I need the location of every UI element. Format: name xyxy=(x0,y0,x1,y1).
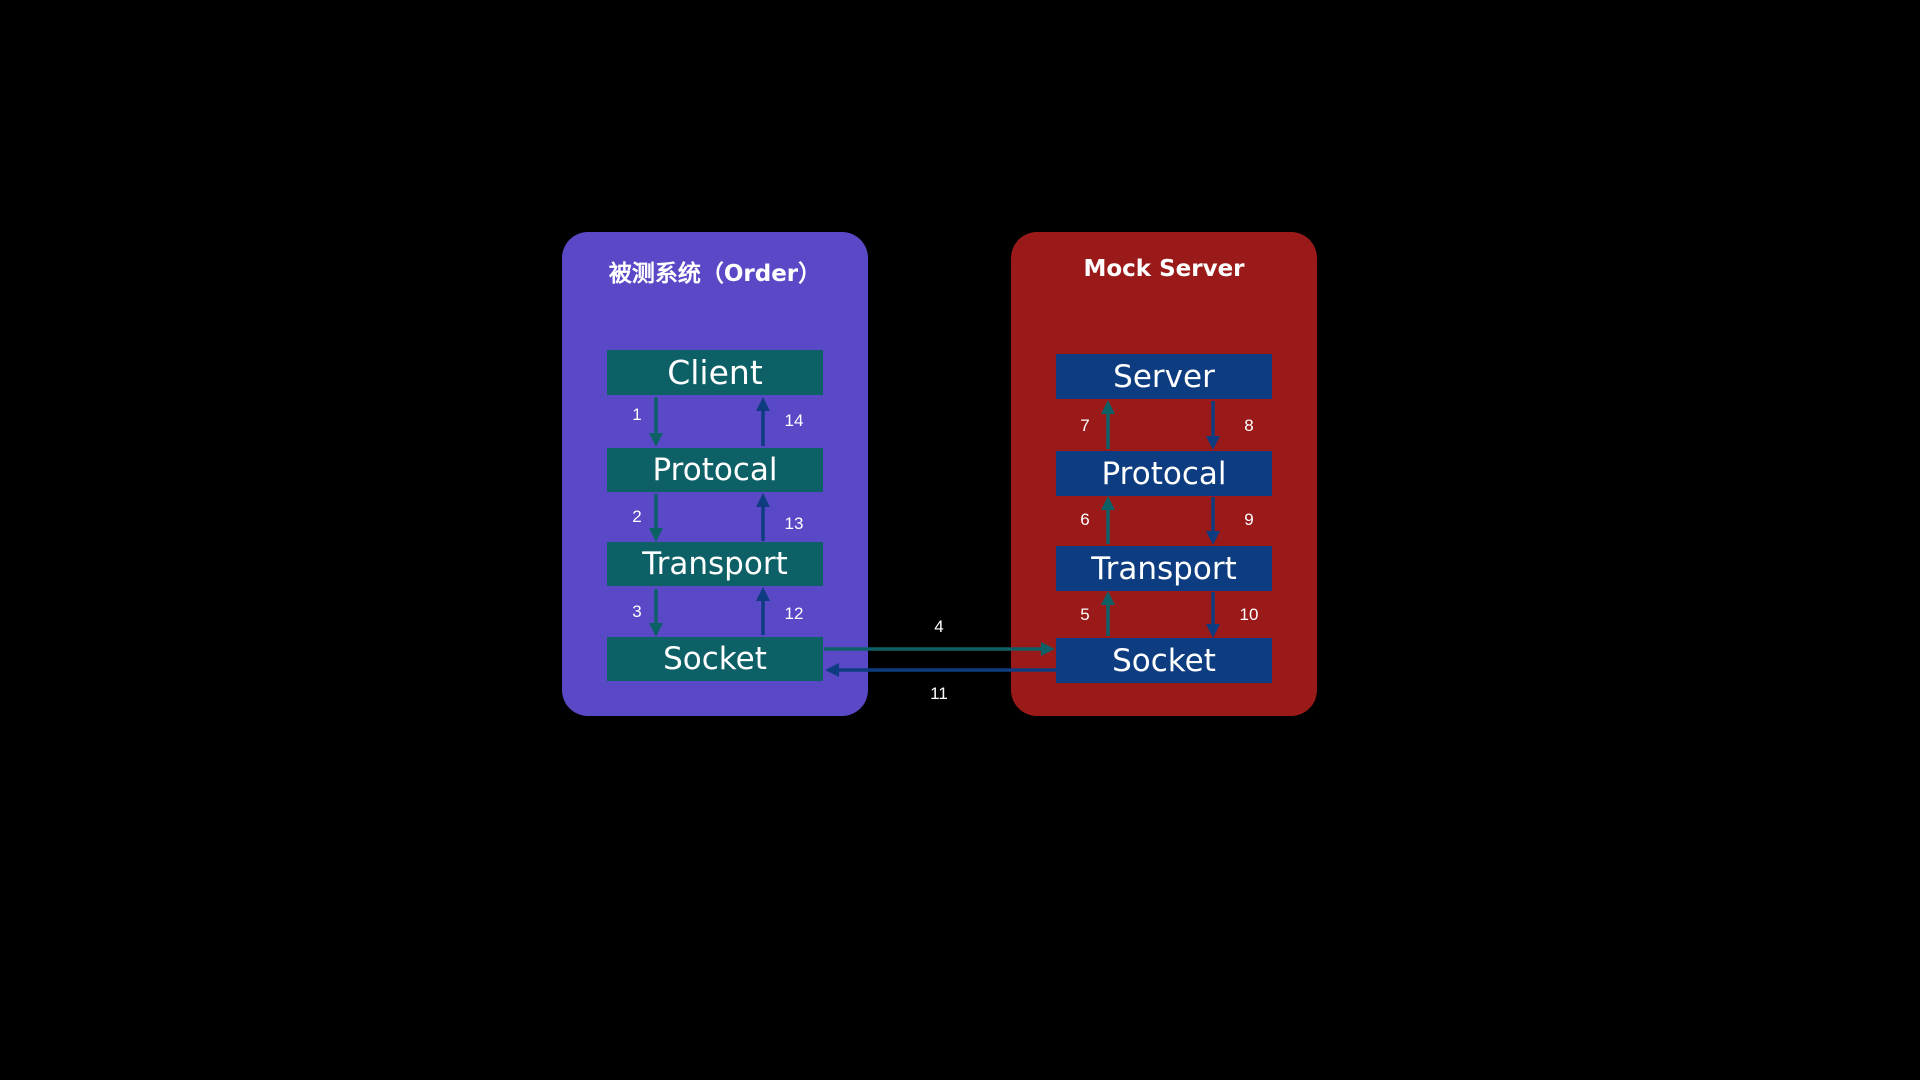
client-panel-title: 被测系统（Order） xyxy=(608,261,822,287)
step-label-14: 14 xyxy=(784,411,804,430)
server-layer-server: Server xyxy=(1056,354,1272,399)
step-label-1: 1 xyxy=(632,405,642,424)
step-label-12: 12 xyxy=(784,604,804,623)
client-layer-socket: Socket xyxy=(607,637,823,681)
server-layer-protocal: Protocal xyxy=(1056,451,1272,496)
server-layer-socket: Socket xyxy=(1056,638,1272,683)
step-label-7: 7 xyxy=(1080,416,1090,435)
step-label-6: 6 xyxy=(1080,510,1090,529)
server-layer-transport: Transport xyxy=(1056,546,1272,591)
step-label-11: 11 xyxy=(930,684,948,703)
client-layer-transport: Transport xyxy=(607,542,823,586)
step-label-4: 4 xyxy=(934,617,944,636)
step-label-2: 2 xyxy=(632,507,642,526)
step-label-3: 3 xyxy=(632,602,642,621)
server-panel-title: Mock Server xyxy=(1083,256,1245,282)
step-label-9: 9 xyxy=(1244,510,1254,529)
step-label-13: 13 xyxy=(784,514,804,533)
step-label-8: 8 xyxy=(1244,416,1254,435)
client-layer-protocal: Protocal xyxy=(607,448,823,492)
step-label-5: 5 xyxy=(1080,605,1090,624)
client-layer-client: Client xyxy=(607,350,823,395)
step-label-10: 10 xyxy=(1239,605,1259,624)
